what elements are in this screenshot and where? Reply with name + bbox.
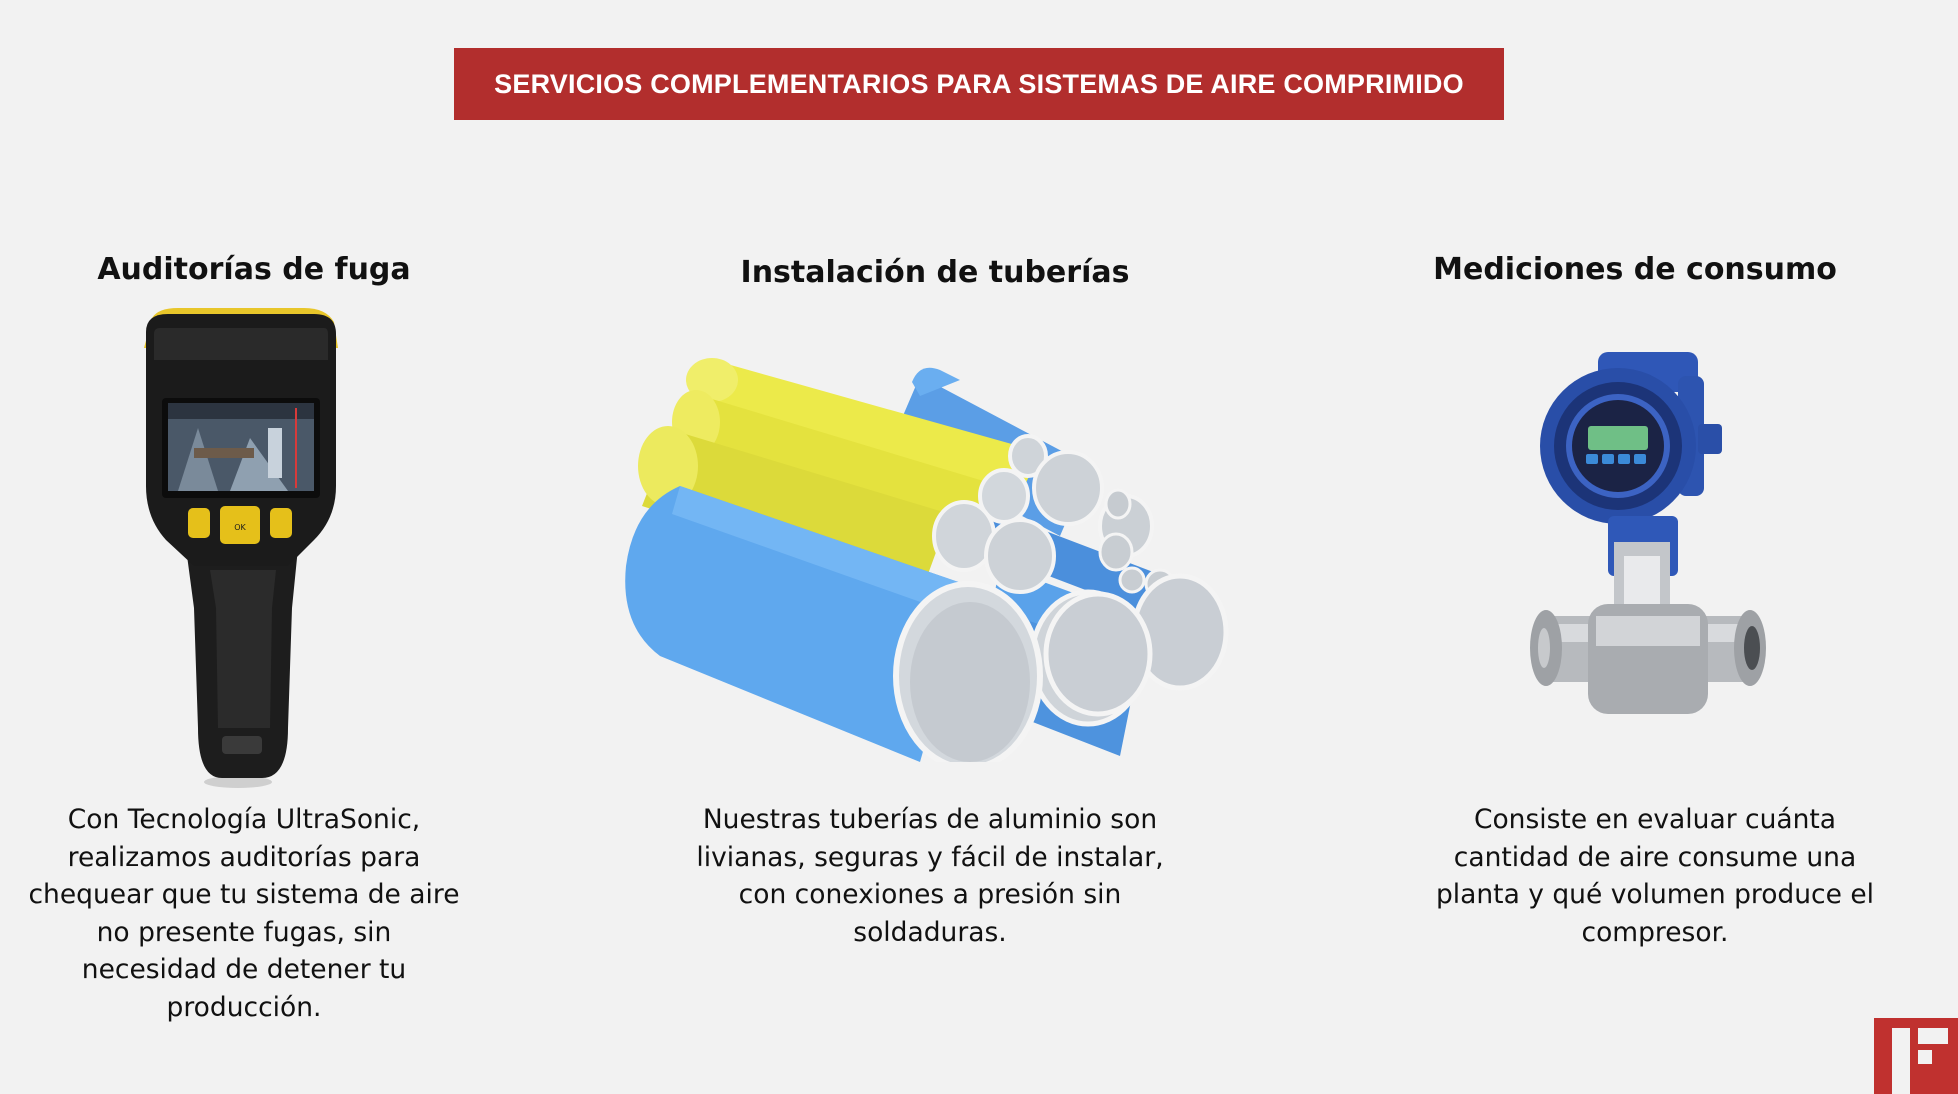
page-title-banner: SERVICIOS COMPLEMENTARIOS PARA SISTEMAS … xyxy=(454,48,1504,120)
service-description-consumption-measurement: Consiste en evaluar cuánta cantidad de a… xyxy=(1435,804,1875,948)
service-description-pipe-installation: Nuestras tuberías de aluminio son livian… xyxy=(696,804,1164,948)
service-description-leak-audit: Con Tecnología UltraSonic, realizamos au… xyxy=(28,804,460,1023)
aluminum-pipes-icon xyxy=(625,358,1229,762)
service-title-leak-audit: Auditorías de fuga xyxy=(97,252,411,287)
company-logo xyxy=(1874,1018,1958,1094)
flow-meter-icon xyxy=(1530,352,1766,714)
service-title-consumption-measurement: Mediciones de consumo xyxy=(1433,252,1837,287)
ultrasonic-leak-detector-icon: OK xyxy=(144,308,338,788)
service-title-pipe-installation: Instalación de tuberías xyxy=(740,255,1130,290)
page-title: SERVICIOS COMPLEMENTARIOS PARA SISTEMAS … xyxy=(494,68,1464,99)
svg-text:OK: OK xyxy=(234,523,246,532)
